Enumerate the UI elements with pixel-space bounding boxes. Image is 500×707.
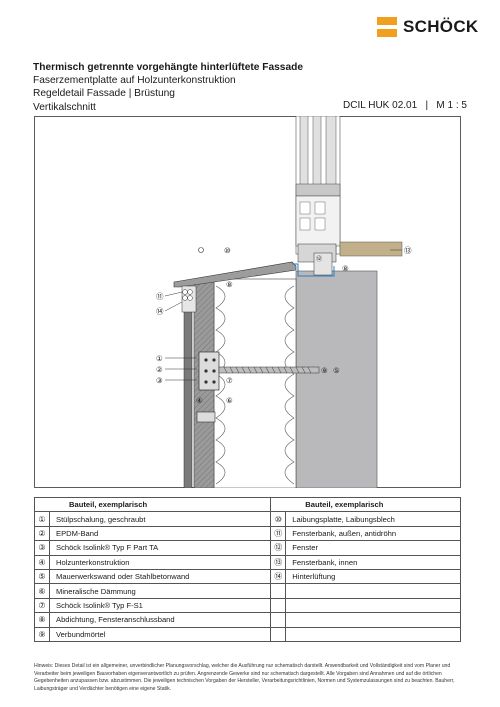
outer-window-sill (173, 261, 297, 288)
isolink-bracket (198, 351, 220, 391)
callout-8b: ⑧ (226, 280, 233, 289)
legend-header-right: Bauteil, exemplarisch (270, 496, 461, 513)
subtitle-section: Vertikalschnitt (33, 101, 96, 113)
callout-8: ⑧ (342, 264, 349, 273)
drawing-code: DCIL HUK 02.01 | M 1 : 5 (343, 100, 467, 111)
callout-10: ⑩ (224, 246, 231, 255)
callout-11: ⑪ (156, 292, 164, 301)
component-legend-table: Bauteil, exemplarisch Bauteil, exemplari… (33, 496, 461, 642)
laibung-block (313, 252, 333, 276)
callout-6: ⑥ (226, 396, 233, 405)
section-drawing: ⑩ ⑧ ⑧ ⑬ ⑪ ⑭ ① ② ③ ⑦ ⑨ ⑤ ④ ⑥ ⑫ (34, 116, 461, 488)
disclaimer-note: Hinweis: Dieses Detail ist ein allgemein… (34, 663, 455, 692)
insulation-waves (215, 285, 295, 485)
callout-4: ④ (196, 396, 203, 405)
title-block: Thermisch getrennte vorgehängte hinterlü… (33, 61, 303, 114)
inner-window-sill (339, 241, 403, 257)
page-title: Thermisch getrennte vorgehängte hinterlü… (33, 62, 304, 73)
callout-14: ⑭ (156, 307, 164, 316)
masonry-wall (295, 270, 378, 488)
callout-9: ⑨ (321, 366, 328, 375)
mineral-insulation (213, 278, 297, 488)
facade-cladding (183, 293, 193, 488)
anchor-rod (218, 366, 320, 374)
lower-bracket (196, 411, 216, 423)
legend-header-row: Bauteil, exemplarisch Bauteil, exemplari… (33, 496, 461, 513)
schoeck-logo-icon (377, 17, 397, 37)
callout-3: ③ (156, 376, 163, 385)
brand-name: SCHÖCK (403, 17, 479, 36)
callout-7: ⑦ (226, 376, 233, 385)
callout-12: ⑫ (316, 255, 322, 263)
sealing-band (292, 263, 335, 277)
window-frame (295, 116, 341, 263)
callout-5: ⑤ (333, 366, 340, 375)
subtitle-construction: Faserzementplatte auf Holzunterkonstrukt… (33, 75, 236, 87)
subtitle-detail: Regeldetail Fassade | Brüstung (33, 88, 175, 100)
brand-logo: SCHÖCK (377, 17, 478, 37)
callout-1: ① (156, 354, 163, 363)
legend-header-left: Bauteil, exemplarisch (33, 496, 272, 513)
callout-10-dot (198, 247, 204, 253)
callout-13: ⑬ (404, 246, 412, 255)
callout-2: ② (156, 365, 163, 374)
